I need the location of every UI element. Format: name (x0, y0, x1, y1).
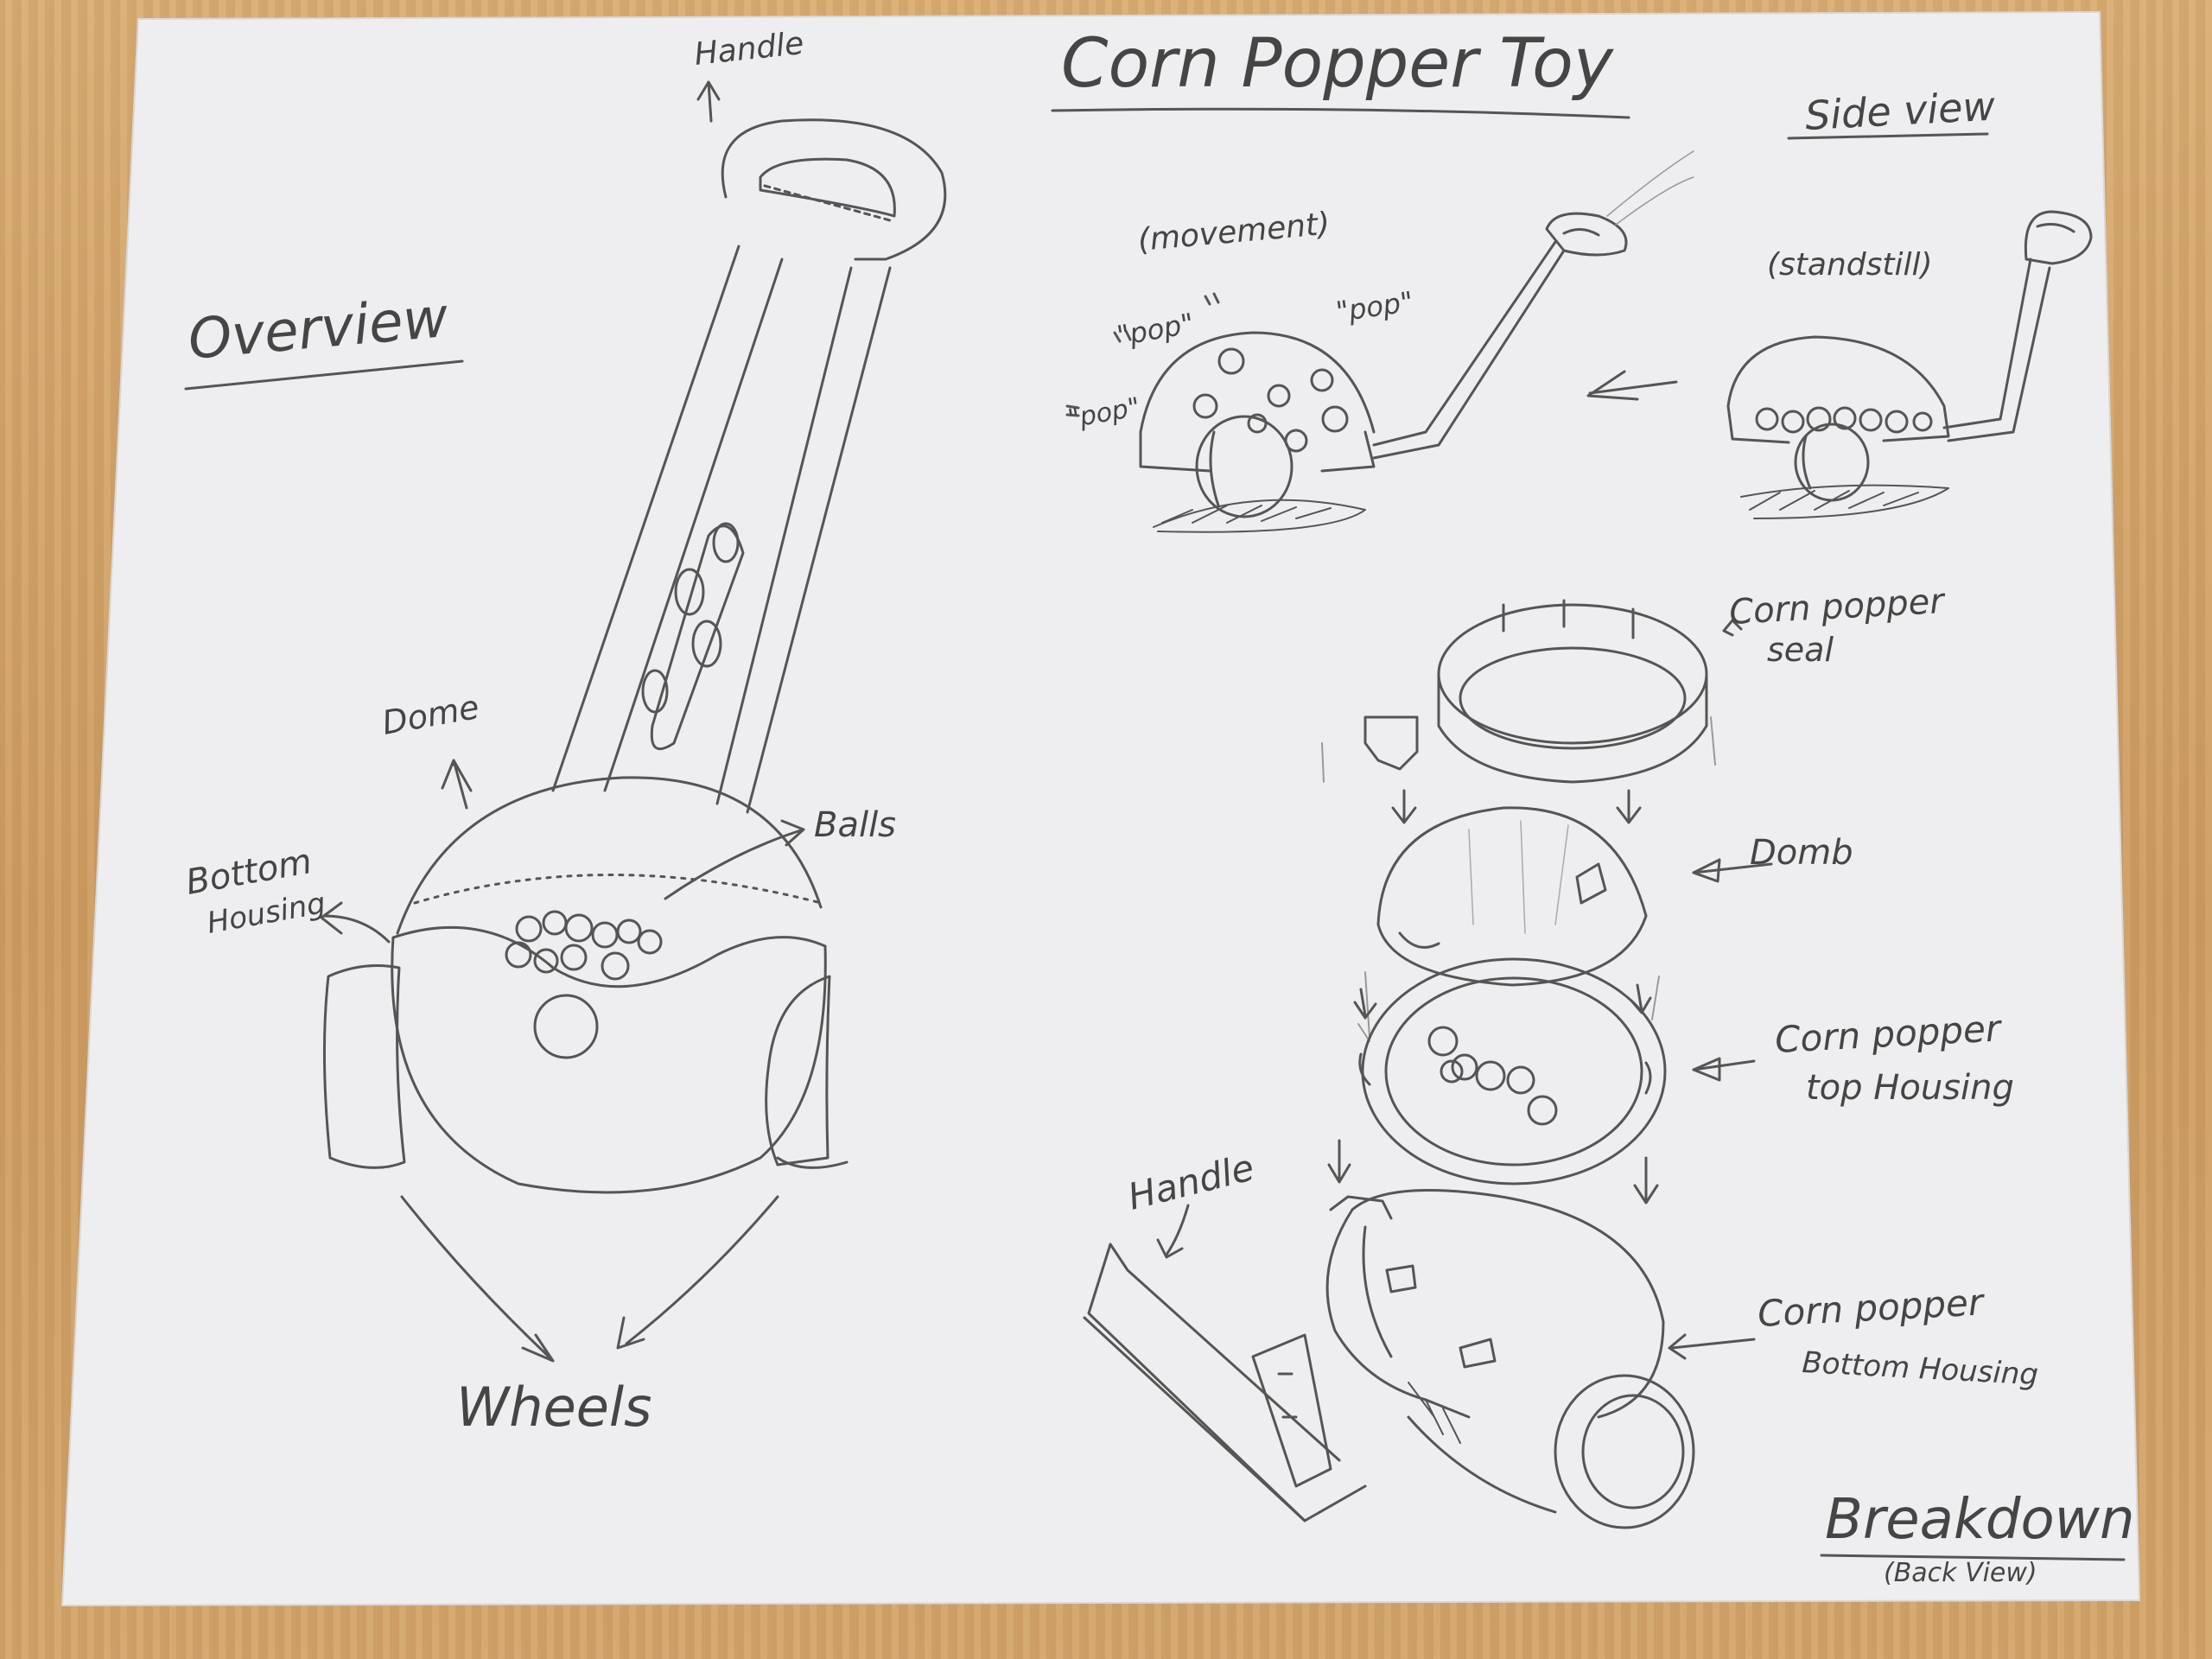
paper-sheet (60, 10, 2141, 1607)
overview-sketch (184, 80, 1630, 1363)
side-view-movement-sketch (1065, 132, 1989, 533)
title-text: Corn Popper Toy (1061, 25, 1615, 103)
seal-label-2: seal (1767, 631, 1834, 669)
overview-wheels-label: Wheels (456, 1376, 652, 1439)
overview-balls-label: Balls (814, 805, 896, 845)
section-breakdown: Breakdown (1825, 1488, 2135, 1552)
standstill-label: (standstill) (1767, 247, 1933, 283)
side-view-standstill-sketch (1726, 210, 2093, 519)
domb-label: Domb (1750, 833, 1853, 873)
top-housing-label-2: top Housing (1806, 1068, 2014, 1108)
section-side-view: Side view (1804, 83, 1997, 139)
section-breakdown-sub: (Back View) (1884, 1558, 2037, 1588)
breakdown-sketch (1083, 599, 2126, 1561)
